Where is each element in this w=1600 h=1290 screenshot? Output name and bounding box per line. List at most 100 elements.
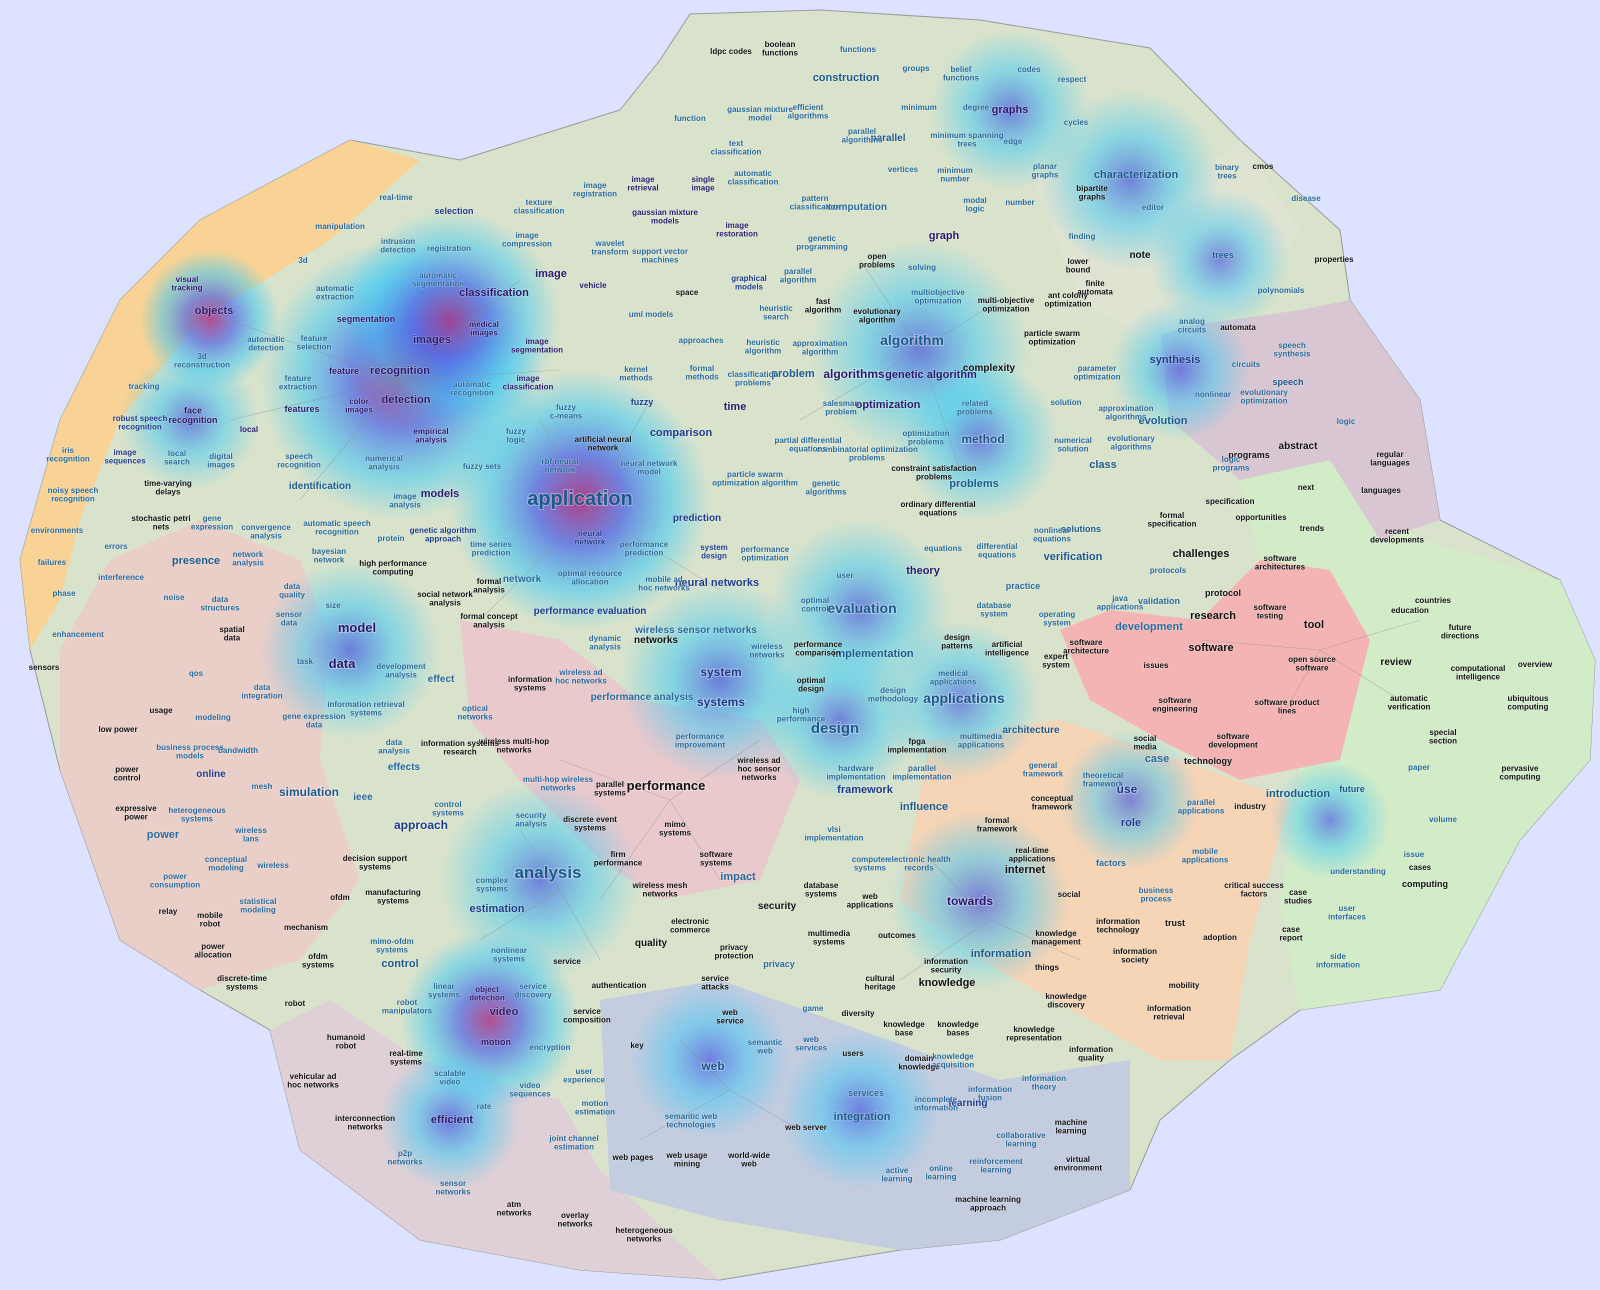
topic-label[interactable]: paper: [1408, 763, 1431, 773]
topic-label[interactable]: disease: [1291, 194, 1322, 204]
topic-label[interactable]: evolution: [1138, 415, 1188, 428]
topic-label[interactable]: solving: [907, 263, 936, 273]
topic-label[interactable]: factors: [1095, 858, 1126, 869]
topic-label[interactable]: learning: [948, 1098, 988, 1110]
topic-label[interactable]: online: [196, 769, 227, 781]
topic-label[interactable]: fuzzy: [630, 397, 654, 408]
topic-label[interactable]: parallel: [870, 133, 906, 145]
topic-label[interactable]: errors: [104, 542, 129, 552]
topic-label[interactable]: low power: [98, 725, 138, 735]
topic-label[interactable]: ieee: [353, 792, 374, 804]
topic-label[interactable]: groups: [902, 64, 931, 74]
topic-label[interactable]: robot: [284, 999, 306, 1009]
topic-label[interactable]: development: [1115, 621, 1184, 634]
topic-label[interactable]: motion: [481, 1037, 512, 1048]
topic-label[interactable]: implementation: [832, 648, 915, 661]
topic-label[interactable]: algorithms: [822, 366, 886, 382]
topic-label[interactable]: review: [1380, 657, 1412, 669]
topic-label[interactable]: algorithm: [879, 331, 945, 349]
topic-label[interactable]: case: [1144, 753, 1169, 766]
topic-label[interactable]: respect: [1057, 75, 1087, 85]
topic-label[interactable]: issues: [1143, 661, 1169, 671]
topic-label[interactable]: enhancement: [52, 630, 105, 640]
topic-label[interactable]: web pages: [611, 1153, 654, 1163]
topic-label[interactable]: data: [328, 655, 358, 672]
topic-label[interactable]: role: [1120, 817, 1141, 830]
topic-label[interactable]: introduction: [1265, 788, 1330, 801]
topic-label[interactable]: privacy: [763, 959, 796, 970]
topic-label[interactable]: issue: [1403, 850, 1425, 860]
topic-label[interactable]: method: [960, 431, 1005, 447]
topic-label[interactable]: overview: [1517, 660, 1553, 670]
topic-label[interactable]: tracking: [128, 382, 160, 392]
topic-label[interactable]: influence: [899, 801, 948, 814]
topic-label[interactable]: technology: [1183, 756, 1232, 767]
topic-label[interactable]: images: [413, 334, 452, 347]
topic-label[interactable]: time: [723, 401, 747, 414]
topic-label[interactable]: knowledge: [918, 977, 976, 990]
topic-label[interactable]: user: [836, 571, 854, 581]
topic-label[interactable]: service: [553, 957, 582, 967]
topic-label[interactable]: internet: [1004, 864, 1046, 877]
